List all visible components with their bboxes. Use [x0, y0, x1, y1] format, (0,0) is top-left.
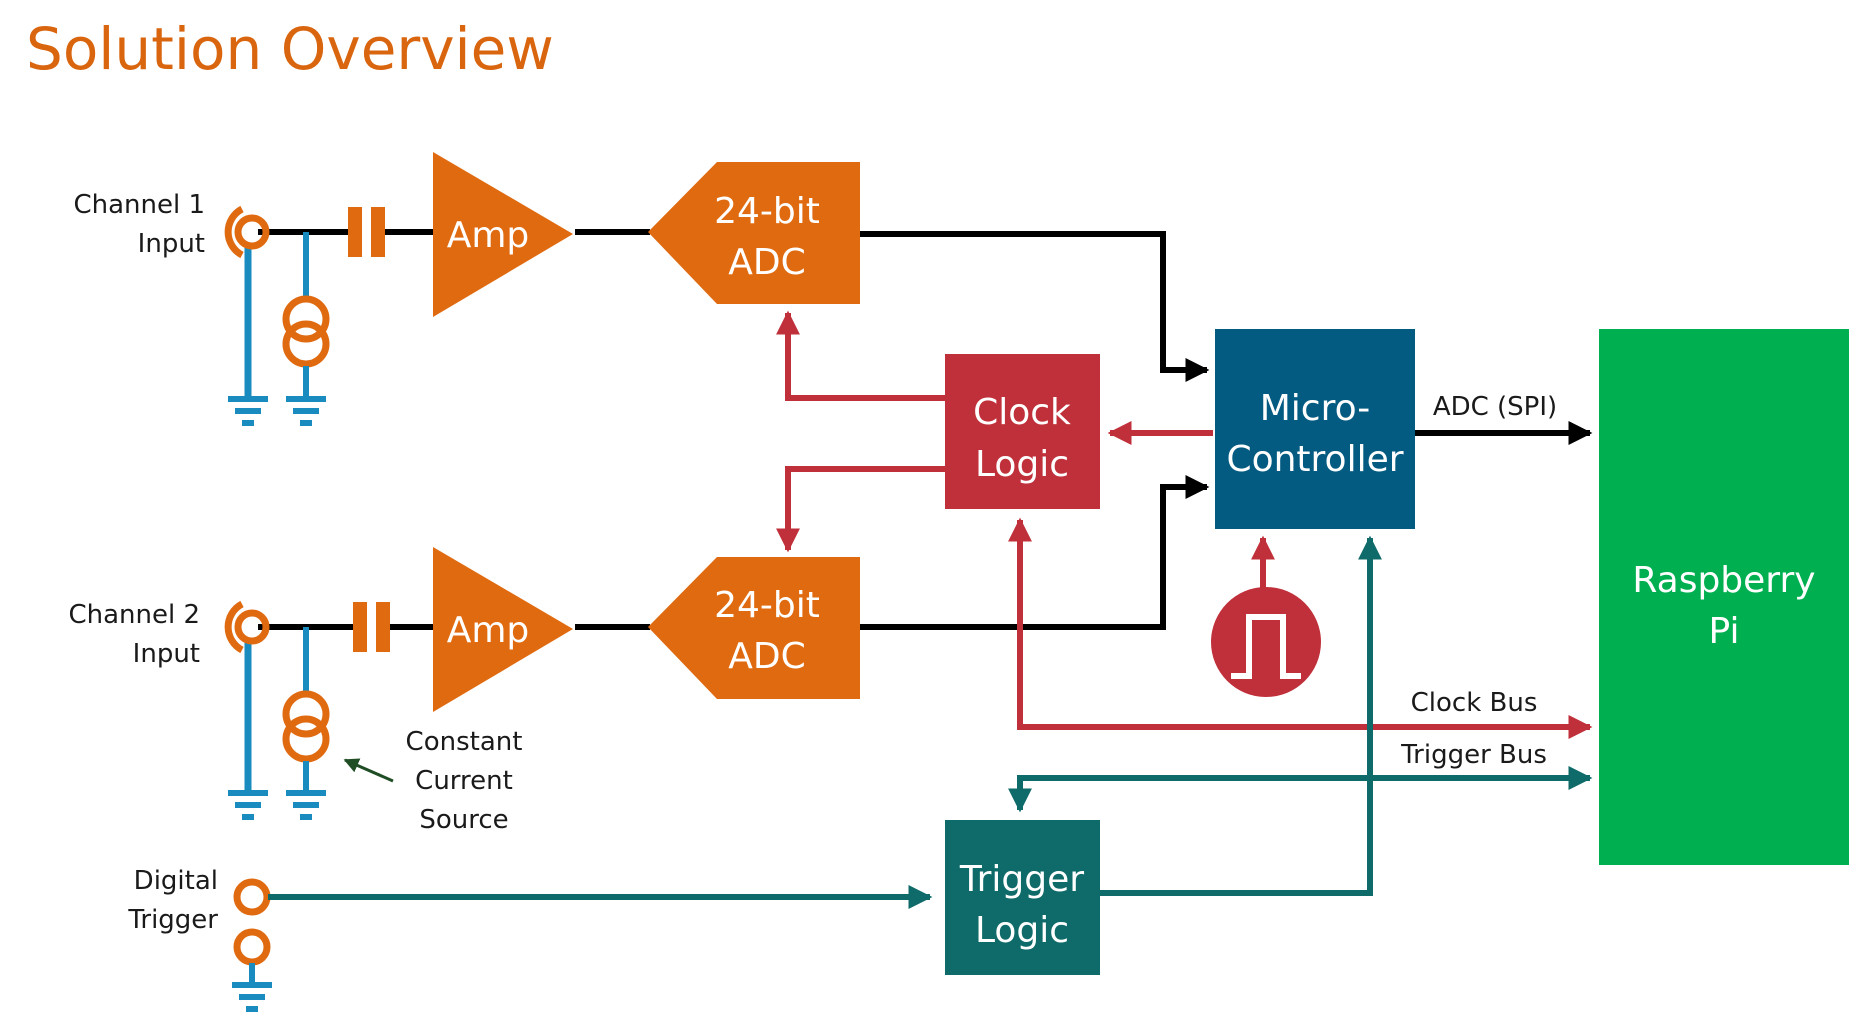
oscillator-icon: [1211, 587, 1321, 697]
clock-bus-label: Clock Bus: [1411, 688, 1538, 718]
trigger-bus-label: Trigger Bus: [1400, 740, 1547, 770]
raspberry-pi-block[interactable]: Raspberry Pi: [1599, 329, 1849, 865]
ch1-capacitor-icon: [348, 207, 385, 257]
trigger-logic-label-line-1: Trigger: [959, 859, 1084, 900]
channel-1-label-line-1: Channel 1: [73, 190, 205, 220]
adc-1-label-line-1: 24-bit: [714, 191, 820, 232]
clock-logic-to-adc2-arrow: [776, 466, 945, 553]
channel-2-label-line-2: Input: [133, 639, 200, 669]
current-source-pointer-arrow: [343, 758, 394, 783]
trigger-ground-icon: [232, 982, 272, 1012]
microcontroller-label-line-2: Controller: [1226, 439, 1403, 480]
current-source-label-line-2: Current: [415, 766, 513, 796]
trigger-connector-icon[interactable]: [233, 878, 271, 916]
channel-2-frontend: [224, 600, 435, 820]
ch2-cs-ground-icon: [286, 790, 326, 820]
trigger-ground-connector-icon: [233, 928, 271, 966]
raspberry-pi-box: [1599, 329, 1849, 865]
adc-1-block[interactable]: 24-bit ADC: [648, 162, 860, 304]
adc-2-shape: [648, 557, 860, 699]
channel-1-frontend: [224, 205, 435, 426]
channel-2-label-line-1: Channel 2: [68, 600, 200, 630]
current-source-label-line-1: Constant: [406, 727, 523, 757]
digital-trigger-frontend: [232, 878, 272, 1012]
slide-title: Solution Overview: [26, 15, 554, 83]
adc-1-shape: [648, 162, 860, 304]
clock-logic-block[interactable]: Clock Logic: [945, 354, 1100, 509]
adc-2-block[interactable]: 24-bit ADC: [648, 557, 860, 699]
amp-2-triangle: [433, 547, 573, 712]
clock-logic-label-line-2: Logic: [975, 444, 1069, 485]
amp-1-triangle: [433, 152, 573, 317]
adc1-to-mcu-arrow: [860, 231, 1210, 382]
ch1-bnc-connector-icon[interactable]: [224, 205, 270, 259]
raspberry-pi-label-line-2: Pi: [1709, 611, 1740, 652]
ch2-ground-icon: [228, 790, 268, 820]
amp-2-label: Amp: [447, 610, 530, 651]
clock-bus-arrow: [1017, 530, 1593, 739]
trigger-wires: [268, 535, 1593, 909]
amp-1-label: Amp: [447, 215, 530, 256]
adc2-to-mcu-arrow: [860, 475, 1210, 630]
ch1-ground-icon: [228, 396, 268, 426]
adc-2-label-line-2: ADC: [728, 636, 805, 677]
trigger-logic-label-line-2: Logic: [975, 910, 1069, 951]
digital-trigger-label-line-2: Trigger: [127, 905, 218, 935]
clock-wires: [776, 310, 1593, 739]
amp-2-block[interactable]: Amp: [433, 547, 573, 712]
raspberry-pi-label-line-1: Raspberry: [1632, 560, 1815, 601]
current-source-label-line-3: Source: [419, 805, 508, 835]
ch2-capacitor-icon: [353, 602, 390, 652]
microcontroller-block[interactable]: Micro- Controller: [1215, 329, 1415, 529]
trigger-logic-box: [945, 820, 1100, 975]
ch2-current-source-icon: [282, 690, 330, 763]
adc-1-label-line-2: ADC: [728, 242, 805, 283]
ch2-bnc-connector-icon[interactable]: [224, 600, 270, 654]
clock-logic-to-adc1-arrow: [776, 310, 945, 401]
amp-1-block[interactable]: Amp: [433, 152, 573, 317]
clock-logic-label-line-1: Clock: [973, 392, 1071, 433]
trigger-bus-arrow: [1017, 766, 1593, 790]
adc-data-wires: [575, 229, 1593, 630]
microcontroller-label-line-1: Micro-: [1260, 388, 1371, 429]
adc-2-label-line-1: 24-bit: [714, 585, 820, 626]
input-labels: Channel 1 Input Channel 2 Input Digital …: [68, 190, 522, 935]
trigger-logic-to-mcu-arrow: [1100, 535, 1382, 896]
clock-logic-box: [945, 354, 1100, 509]
ch1-cs-ground-icon: [286, 396, 326, 426]
digital-trigger-label-line-1: Digital: [134, 866, 218, 896]
ch1-current-source-icon: [282, 295, 330, 368]
adc-spi-label: ADC (SPI): [1433, 392, 1557, 422]
channel-1-label-line-2: Input: [138, 229, 205, 259]
microcontroller-box: [1215, 329, 1415, 529]
bus-labels: ADC (SPI) Clock Bus Trigger Bus: [1400, 392, 1557, 770]
trigger-logic-block[interactable]: Trigger Logic: [945, 820, 1100, 975]
